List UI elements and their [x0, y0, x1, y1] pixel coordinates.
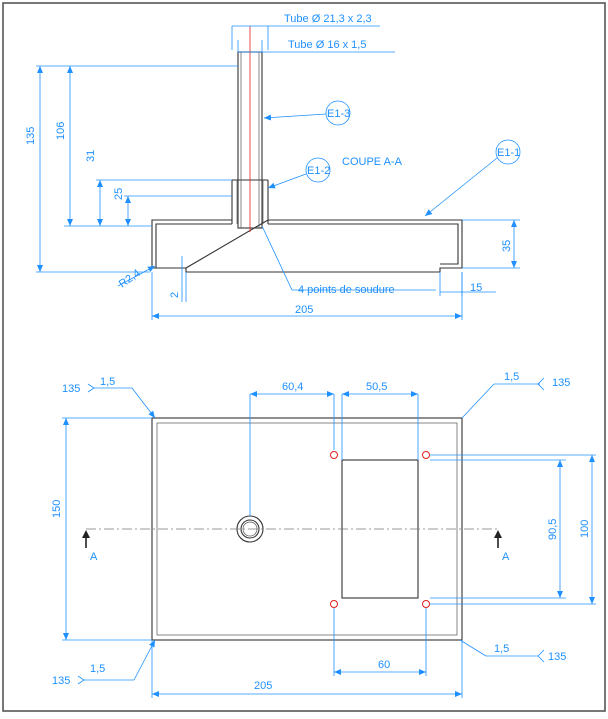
dim-106-vertical: 106 — [55, 66, 152, 227]
dim-15-horizontal: 15 — [439, 272, 496, 296]
dim-35-vertical: 35 — [462, 219, 520, 269]
weld-symbol-bottom-left: 135 1,5 — [52, 639, 156, 687]
base-plate-inner — [155, 223, 459, 268]
dim-31-vertical: 31 — [85, 150, 232, 226]
svg-text:1,5: 1,5 — [494, 643, 509, 655]
svg-text:4 points de soudure: 4 points de soudure — [298, 284, 395, 296]
dim-radius: R2,4 — [117, 265, 156, 290]
dim-205-section: 205 — [151, 272, 463, 320]
dim-205-plan: 205 — [151, 640, 463, 698]
weld-symbol-top-right: 1,5 135 — [461, 371, 570, 419]
svg-text:2: 2 — [169, 292, 181, 298]
svg-text:135: 135 — [552, 377, 570, 389]
svg-text:90,5: 90,5 — [547, 519, 559, 540]
svg-text:100: 100 — [579, 520, 591, 538]
svg-text:15: 15 — [470, 282, 482, 294]
svg-text:E1-3: E1-3 — [327, 108, 350, 120]
dim-60-4: 60,4 — [249, 381, 335, 516]
dim-50-5: 50,5 — [341, 381, 419, 460]
svg-text:A: A — [502, 551, 510, 563]
plate-inner-outline — [156, 422, 458, 636]
callout-e12: E1-2 — [267, 157, 331, 189]
svg-text:50,5: 50,5 — [366, 381, 387, 393]
weld-points — [330, 451, 430, 608]
svg-text:E1-1: E1-1 — [497, 147, 520, 159]
dim-90-5-vertical: 90,5 — [430, 459, 566, 599]
dim-tube-inner: Tube Ø 16 x 1,5 — [237, 39, 395, 53]
dim-tube-outer: Tube Ø 21,3 x 2,3 — [231, 13, 380, 50]
callout-e13: E1-3 — [263, 100, 351, 126]
svg-text:25: 25 — [113, 188, 125, 200]
svg-text:E1-2: E1-2 — [307, 165, 330, 177]
plate-outline — [151, 417, 463, 641]
tube-inner-label: Tube Ø 16 x 1,5 — [288, 39, 366, 51]
svg-text:150: 150 — [51, 500, 63, 518]
svg-text:135: 135 — [62, 383, 80, 395]
section-mark-left: A — [82, 530, 98, 563]
svg-text:A: A — [90, 551, 98, 563]
callout-e11: E1-1 — [424, 139, 521, 217]
svg-text:60,4: 60,4 — [282, 381, 303, 393]
section-title: COUPE A-A — [342, 156, 403, 168]
svg-text:205: 205 — [254, 680, 272, 692]
dim-135-vertical: 135 — [25, 65, 238, 273]
section-mark-right: A — [494, 530, 510, 563]
dim-25-vertical: 25 — [113, 188, 232, 226]
svg-text:205: 205 — [295, 304, 313, 316]
svg-text:R2,4: R2,4 — [117, 267, 143, 290]
weld-symbol-bottom-right: 1,5 135 — [459, 639, 566, 663]
section-view: Tube Ø 21,3 x 2,3 Tube Ø 16 x 1,5 E1-3 E… — [25, 13, 521, 320]
dim-2-vertical: 2 — [169, 256, 187, 302]
svg-text:135: 135 — [548, 651, 566, 663]
svg-text:1,5: 1,5 — [100, 376, 115, 388]
dim-100-vertical: 100 — [430, 454, 596, 605]
svg-text:135: 135 — [52, 675, 70, 687]
svg-text:1,5: 1,5 — [90, 663, 105, 675]
svg-text:135: 135 — [25, 127, 37, 145]
svg-text:60: 60 — [378, 659, 390, 671]
svg-text:35: 35 — [501, 240, 513, 252]
weld-symbol-top-left: 135 1,5 — [62, 376, 156, 419]
plan-view: A A 135 1,5 1,5 135 — [51, 371, 596, 698]
dim-60-horizontal: 60 — [333, 608, 427, 676]
weld-note: 4 points de soudure — [261, 225, 436, 296]
dim-150-vertical: 150 — [51, 417, 152, 641]
svg-text:31: 31 — [85, 150, 97, 162]
base-plate-section — [151, 219, 463, 273]
svg-text:1,5: 1,5 — [504, 371, 519, 383]
tube-outer-label: Tube Ø 21,3 x 2,3 — [284, 13, 372, 25]
svg-text:106: 106 — [55, 122, 67, 140]
